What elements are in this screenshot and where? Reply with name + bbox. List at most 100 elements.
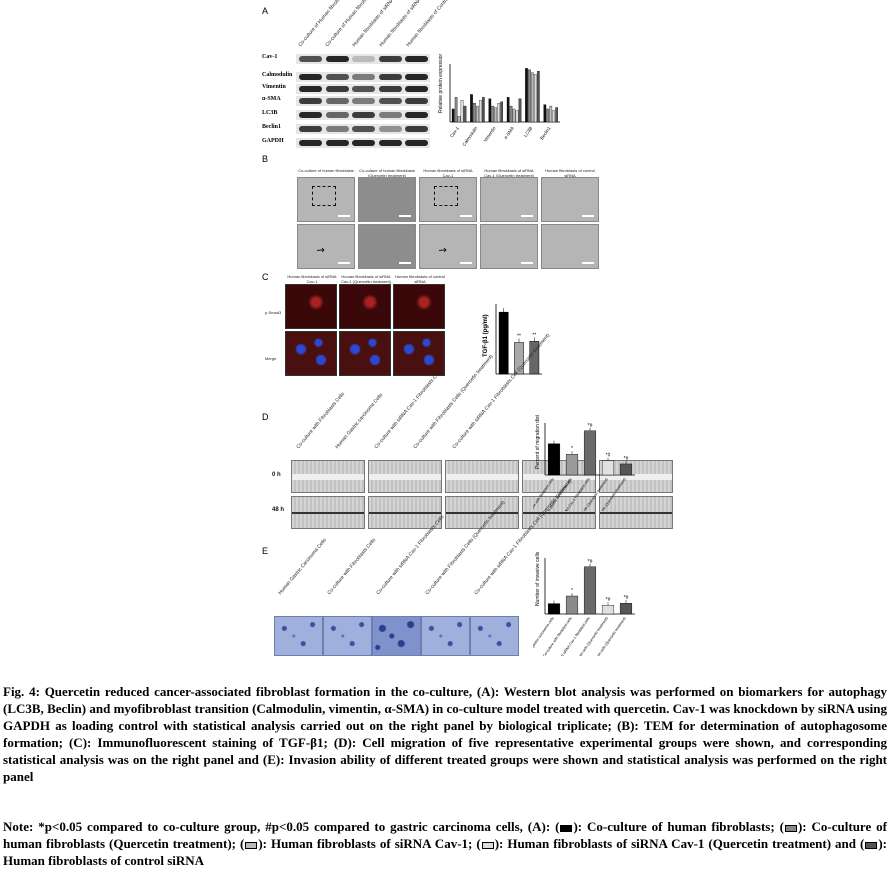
blot-band: [405, 140, 428, 146]
tem-image: ↗: [297, 224, 355, 269]
a-bar: [549, 105, 553, 123]
c-row-label: p-Smad3: [265, 310, 282, 315]
scratch-gap: [292, 512, 364, 514]
a-bar: [473, 103, 476, 123]
scratch-gap: [446, 474, 518, 480]
scale-bar: [399, 262, 411, 264]
chart-bar: [619, 603, 633, 615]
blot-row-label: α-SMA: [262, 96, 281, 102]
a-bar: [463, 105, 467, 123]
panel-label-b: B: [262, 154, 269, 164]
panel-label-c: C: [262, 272, 269, 282]
legend-label: ): Co-culture of human fibroblasts; (: [573, 819, 784, 834]
transwell-image: [323, 616, 372, 656]
a-bar: [534, 73, 537, 123]
blot-band: [352, 140, 375, 146]
blot-band: [405, 74, 428, 80]
blot-band: [325, 56, 349, 62]
if-image: [339, 331, 391, 376]
significance-label: **: [532, 332, 536, 338]
arrow-icon: ↗: [313, 243, 327, 258]
scale-bar: [582, 262, 594, 264]
legend-swatch: [245, 841, 258, 849]
b-column-header: Human fibroblasts of control siRNA: [545, 168, 595, 178]
wound-image: [368, 460, 442, 493]
blot-band: [378, 74, 402, 80]
significance-label: *#: [606, 453, 611, 459]
chart-d-migration: Percent of migration distanceCo-culture …: [533, 415, 635, 511]
blot-band: [352, 86, 375, 92]
note-p2: #p<0.05 compared to gastric carcinoma ce…: [265, 819, 560, 834]
blot-band: [299, 98, 322, 104]
e-column-header: Co-culture with Fibroblasts Cells (Querc…: [424, 499, 507, 596]
scale-bar: [338, 215, 350, 217]
c-column-header: Human fibroblasts of control siRNA: [395, 274, 445, 284]
tem-image: [480, 177, 538, 222]
a-bar: [488, 98, 492, 123]
c-bar: [498, 311, 509, 375]
a-bar: [525, 68, 528, 123]
significance-label: *#: [624, 595, 629, 601]
scratch-gap: [600, 512, 672, 514]
wound-image: [599, 496, 673, 529]
scratch-gap: [369, 512, 441, 514]
a-bar: [491, 105, 495, 123]
blot-band: [378, 126, 402, 132]
chart-e-invasion: Number of invasive cells per fieldHuman …: [533, 552, 635, 656]
a-bar: [546, 108, 550, 123]
tem-image: [541, 224, 599, 269]
legend-label: ): Human fibroblasts of control siRNA: [3, 836, 887, 868]
e-column-header: Co-culture with siRNA Cav-1 Fibroblasts …: [375, 514, 446, 596]
scale-bar: [399, 215, 411, 217]
significance-label: *#: [624, 456, 629, 462]
a-tick-label: Vimentin: [483, 125, 497, 143]
a-bar: [500, 101, 504, 123]
blot-band: [325, 74, 349, 80]
if-image: [285, 331, 337, 376]
blot-row-label: Beclin1: [262, 124, 281, 130]
if-image: [393, 284, 445, 329]
blot-row-label: Cav-1: [262, 54, 278, 60]
a-bar: [509, 105, 513, 123]
blot-row: [296, 124, 430, 134]
blot-band: [325, 112, 349, 118]
blot-row: [296, 138, 430, 148]
if-image: [285, 284, 337, 329]
blot-band: [299, 112, 322, 118]
chart-bar: [547, 603, 561, 615]
a-tick-label: LC3B: [523, 126, 534, 138]
tem-image: [419, 177, 477, 222]
wound-image: [291, 460, 365, 493]
chart-ylabel: Number of invasive cells per field: [535, 552, 541, 606]
chart-bar: [601, 605, 615, 615]
e-column-header: Co-culture with siRNA Cav-1 Fibroblasts …: [473, 478, 574, 596]
chart-bar: [547, 443, 561, 476]
scratch-gap: [523, 512, 595, 514]
chart-bar: [565, 454, 579, 476]
tick-label: Human gastric carcinoma cells: [533, 616, 555, 656]
a-bar: [457, 116, 461, 123]
a-tick-label: Calmodulin: [461, 125, 478, 147]
legend-swatch: [865, 841, 878, 849]
a-bar: [497, 103, 501, 123]
d-column-header: Co-culture with Fibroblasts Cells: [295, 391, 347, 450]
a-bar: [479, 100, 482, 123]
legend-label: ): Co-culture of human fibroblasts (Quer…: [3, 819, 887, 851]
chart-c-tgf-beta: TGF-β1 (pg/ml)****: [483, 304, 542, 375]
blot-row: [296, 84, 430, 94]
transwell-image: [421, 616, 470, 656]
blot-band: [378, 98, 402, 104]
significance-label: *: [571, 588, 573, 594]
a-ylabel: Relative protein expression: [438, 54, 444, 113]
tem-image: [358, 177, 416, 222]
if-image: [393, 331, 445, 376]
wound-image: [368, 496, 442, 529]
chart-ylabel: Percent of migration distance: [535, 415, 541, 469]
transwell-image: [470, 616, 519, 656]
a-bar: [451, 108, 455, 123]
panel-label-e: E: [262, 546, 269, 556]
figure-note: Note: *p<0.05 compared to co-culture gro…: [3, 818, 887, 869]
transwell-image: [372, 616, 421, 656]
zoom-region-box: [434, 186, 458, 206]
